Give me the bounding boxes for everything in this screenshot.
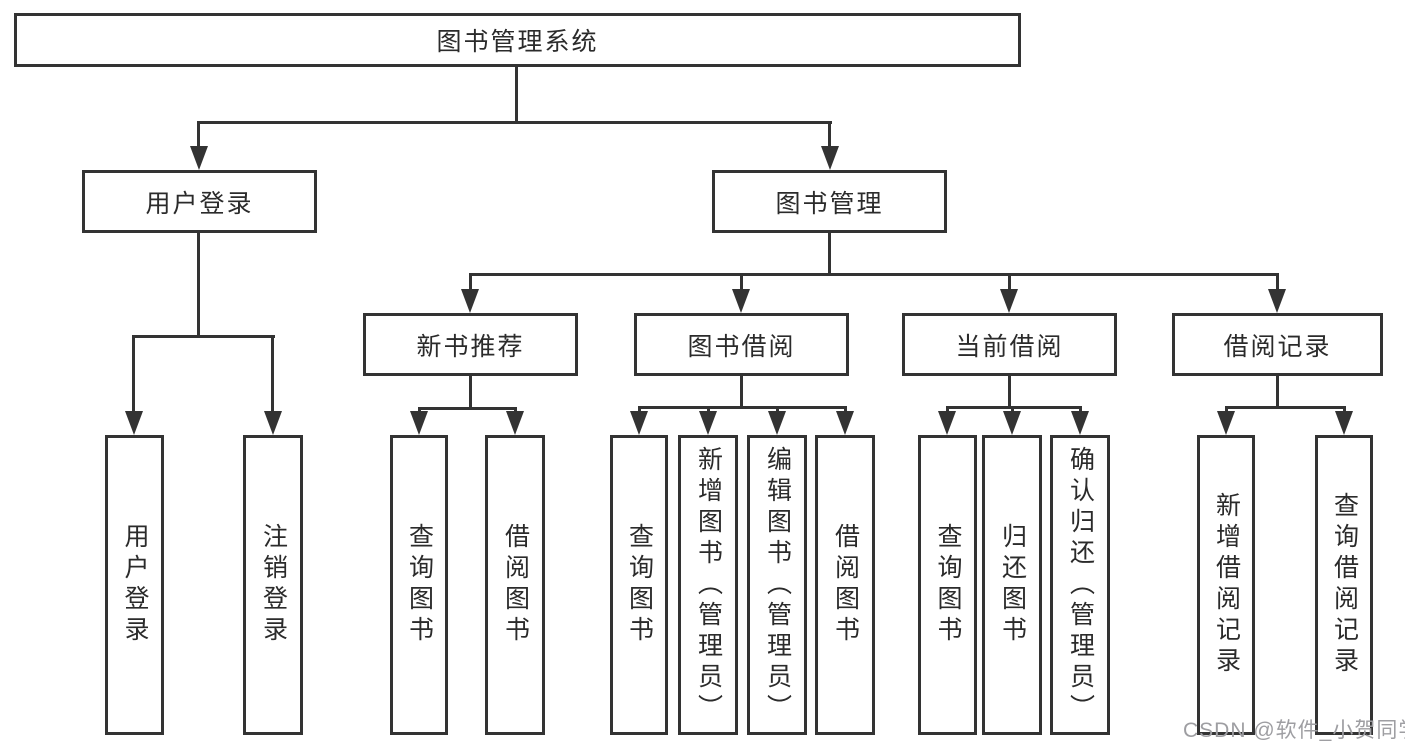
node-new-book-recommend-label: 新书推荐 [416,332,525,361]
arrowhead-down-icon [768,411,786,435]
leaf-label: 编辑图书（管理员） [763,445,792,725]
connector-line [1276,273,1279,291]
connector-line [514,407,517,413]
connector-line [132,335,275,338]
leaf-return-books: 归还图书 [982,435,1042,735]
connector-line [707,406,710,413]
connector-line [828,121,831,148]
node-borrow-records-label: 借阅记录 [1223,332,1332,361]
connector-line [418,407,421,413]
leaf-label: 借阅图书 [501,523,530,647]
arrowhead-down-icon [699,411,717,435]
leaf-user-login: 用户登录 [105,435,164,735]
leaf-confirm-return-admin: 确认归还（管理员） [1050,435,1110,735]
leaf-add-borrow-record: 新增借阅记录 [1197,435,1255,735]
leaf-borrow-books-recommend: 借阅图书 [485,435,545,735]
node-borrow-records: 借阅记录 [1172,313,1383,376]
node-root: 图书管理系统 [14,13,1021,67]
leaf-label: 新增借阅记录 [1212,492,1241,678]
connector-line [197,121,832,124]
arrowhead-down-icon [1071,411,1089,435]
arrowhead-down-icon [125,411,143,435]
node-book-borrow-label: 图书借阅 [687,332,796,361]
leaf-query-books-recommend: 查询图书 [390,435,448,735]
connector-line [418,407,516,410]
leaf-label: 归还图书 [998,523,1027,647]
arrowhead-down-icon [190,146,208,170]
arrowhead-down-icon [461,289,479,313]
leaf-edit-books-admin: 编辑图书（管理员） [747,435,807,735]
arrowhead-down-icon [938,411,956,435]
csdn-watermark: CSDN @软件_小贺同学 [1183,719,1405,742]
connector-line [469,376,472,409]
connector-line [1079,406,1082,413]
leaf-label: 用户登录 [121,523,149,647]
leaf-query-books-current: 查询图书 [918,435,977,735]
connector-line [1225,406,1346,409]
connector-line [946,406,949,413]
connector-line [638,406,641,413]
arrowhead-down-icon [1003,411,1021,435]
leaf-label: 借阅图书 [831,523,860,647]
node-new-book-recommend: 新书推荐 [363,313,578,376]
leaf-label: 查询图书 [405,523,434,647]
leaf-label: 查询图书 [934,523,962,647]
leaf-logout: 注销登录 [243,435,303,735]
node-book-borrow: 图书借阅 [634,313,849,376]
arrowhead-down-icon [821,146,839,170]
connector-line [197,121,200,148]
connector-line [469,273,472,291]
arrowhead-down-icon [732,289,750,313]
arrowhead-down-icon [1217,411,1235,435]
connector-line [1011,406,1014,413]
arrowhead-down-icon [506,411,524,435]
connector-line [1225,406,1228,413]
connector-line [828,233,831,275]
connector-line [1008,273,1011,291]
node-current-borrow-label: 当前借阅 [955,332,1064,361]
connector-line [271,335,274,413]
leaf-query-borrow-record: 查询借阅记录 [1315,435,1373,735]
arrowhead-down-icon [630,411,648,435]
connector-line [132,335,135,413]
arrowhead-down-icon [1335,411,1353,435]
connector-line [1008,376,1011,408]
leaf-query-books-borrow: 查询图书 [610,435,668,735]
connector-line [740,273,743,291]
connector-line [638,406,847,409]
leaf-add-books-admin: 新增图书（管理员） [678,435,738,735]
leaf-label: 注销登录 [259,523,288,647]
connector-line [776,406,779,413]
node-user-login: 用户登录 [82,170,317,233]
arrowhead-down-icon [1000,289,1018,313]
node-current-borrow: 当前借阅 [902,313,1117,376]
connector-line [946,406,1082,409]
connector-line [844,406,847,413]
arrowhead-down-icon [836,411,854,435]
arrowhead-down-icon [410,411,428,435]
arrowhead-down-icon [1268,289,1286,313]
leaf-label: 查询借阅记录 [1330,492,1359,678]
node-book-management-label: 图书管理 [775,189,884,218]
connector-line [197,233,200,337]
connector-line [1343,406,1346,413]
connector-line [515,67,518,123]
leaf-label: 查询图书 [625,523,654,647]
node-user-login-label: 用户登录 [145,189,254,218]
connector-line [740,376,743,408]
leaf-label: 新增图书（管理员） [694,445,723,725]
connector-line [1276,376,1279,408]
leaf-borrow-books: 借阅图书 [815,435,875,735]
arrowhead-down-icon [264,411,282,435]
leaf-label: 确认归还（管理员） [1066,445,1095,725]
connector-line [469,273,1279,276]
node-book-management: 图书管理 [712,170,947,233]
node-root-label: 图书管理系统 [436,28,599,56]
